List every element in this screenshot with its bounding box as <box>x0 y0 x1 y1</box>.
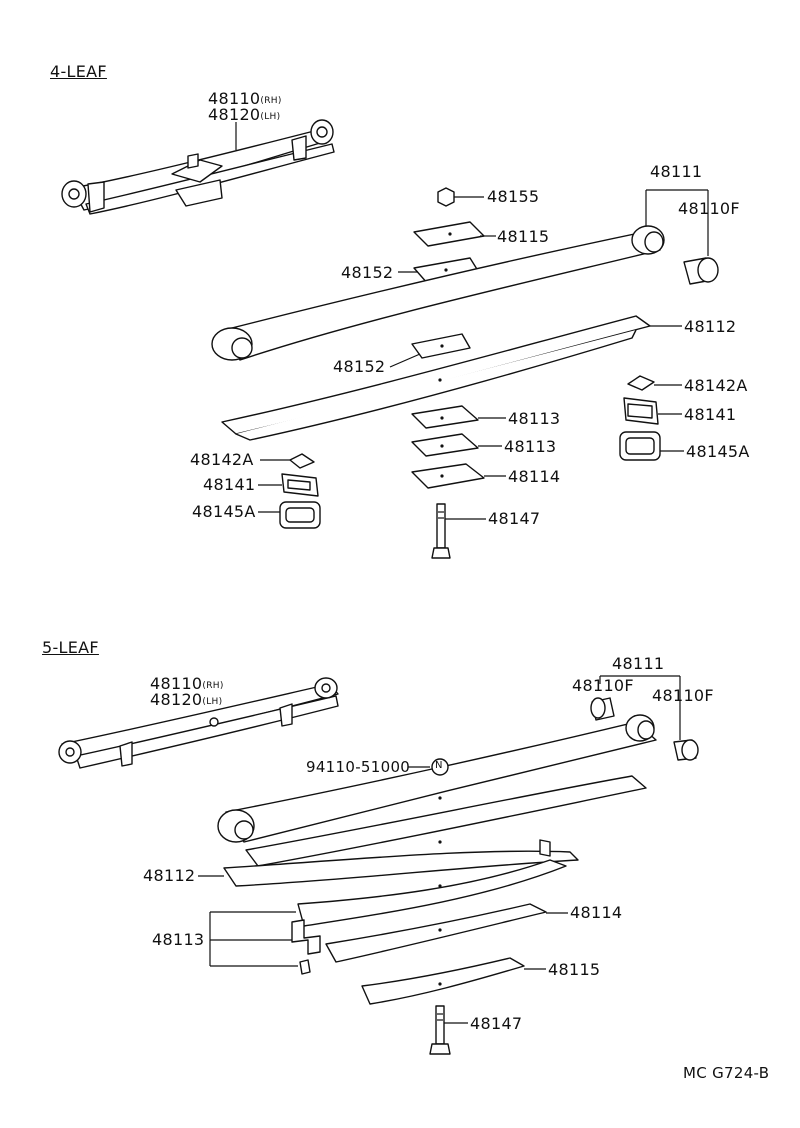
label-48110-rh-5leaf: 48110(RH) <box>150 676 224 692</box>
label-48110-rh: 48110(RH) <box>208 91 282 107</box>
label-48112: 48112 <box>684 317 737 336</box>
bolt-48147-5leaf-shape <box>429 1005 468 1055</box>
diagram-code: MC G724-B <box>683 1064 770 1082</box>
label-48145a-left: 48145A <box>192 502 256 521</box>
bushing-48110f-5leaf-left-shape <box>590 697 615 721</box>
leaf-48112-shape <box>221 315 682 441</box>
assembled-spring-5leaf <box>58 677 339 769</box>
label-48113-b: 48113 <box>504 437 557 456</box>
leaf-48112-5leaf-shape <box>198 839 579 888</box>
nut-48155-shape <box>437 187 484 207</box>
assembled-spring-4leaf <box>61 119 335 215</box>
bushing-48110f-5leaf-right-shape <box>673 739 699 761</box>
leaf-third-5leaf-shape <box>297 859 567 927</box>
clip-48142a-right-shape <box>627 375 682 391</box>
clip-48141-right-shape <box>623 397 682 425</box>
label-48115: 48115 <box>497 227 550 246</box>
plate-48115-5leaf-shape <box>361 957 546 1005</box>
leaf-48111-5leaf-shape <box>217 675 681 843</box>
section-title-4leaf: 4-LEAF <box>50 62 107 81</box>
cover-48145a-left-shape <box>258 501 321 529</box>
part-number: 48120 <box>208 105 261 124</box>
bolt-48147-shape <box>431 503 486 559</box>
plate-48113-a-shape <box>411 405 506 429</box>
label-48152-mid: 48152 <box>333 357 386 376</box>
label-48147: 48147 <box>488 509 541 528</box>
label-48111: 48111 <box>650 162 703 181</box>
clip-48142a-left-shape <box>260 453 315 469</box>
label-48120-lh: 48120(LH) <box>208 107 280 123</box>
side-suffix: (RH) <box>260 96 282 106</box>
label-48142a-right: 48142A <box>684 376 748 395</box>
label-48115-5leaf: 48115 <box>548 960 601 979</box>
label-48152-top: 48152 <box>341 263 394 282</box>
label-94110-51000: 94110-51000 <box>306 758 411 776</box>
label-48155: 48155 <box>487 187 540 206</box>
side-suffix: (LH) <box>202 697 223 707</box>
label-48112-5leaf: 48112 <box>143 866 196 885</box>
part-number: 48110 <box>208 89 261 108</box>
label-48110f-5leaf-right: 48110F <box>652 686 714 705</box>
cover-48145a-right-shape <box>619 431 684 461</box>
part-number: 48120 <box>150 690 203 709</box>
clip-48113-5leaf-shape <box>209 911 321 975</box>
part-number: 48110 <box>150 674 203 693</box>
label-48114-5leaf: 48114 <box>570 903 623 922</box>
plate-48113-b-shape <box>411 433 502 457</box>
side-suffix: (LH) <box>260 112 281 122</box>
plate-48152-mid-shape <box>389 333 471 368</box>
leaf-second-5leaf-shape <box>245 775 647 867</box>
label-48147-5leaf: 48147 <box>470 1014 523 1033</box>
label-48113-a: 48113 <box>508 409 561 428</box>
label-48145a-right: 48145A <box>686 442 750 461</box>
label-48113-5leaf: 48113 <box>152 930 205 949</box>
side-suffix: (RH) <box>202 681 224 691</box>
leaf-48111-shape <box>211 189 709 361</box>
label-48142a-left: 48142A <box>190 450 254 469</box>
section-title-5leaf: 5-LEAF <box>42 638 99 657</box>
label-48141-right: 48141 <box>684 405 737 424</box>
label-48110f-5leaf-left: 48110F <box>572 676 634 695</box>
clip-48141-left-shape <box>258 473 319 497</box>
label-48141-left: 48141 <box>203 475 256 494</box>
plate-48114-shape <box>411 463 506 489</box>
label-48114: 48114 <box>508 467 561 486</box>
label-48110f: 48110F <box>678 199 740 218</box>
label-48120-lh-5leaf: 48120(LH) <box>150 692 222 708</box>
bushing-48110f-shape <box>683 257 719 285</box>
nut-94110-shape <box>408 758 449 776</box>
plate-48114-5leaf-shape <box>325 903 568 963</box>
n-mark-symbol: N <box>435 760 443 771</box>
plate-48115-shape <box>413 221 496 247</box>
label-48111-5leaf: 48111 <box>612 654 665 673</box>
